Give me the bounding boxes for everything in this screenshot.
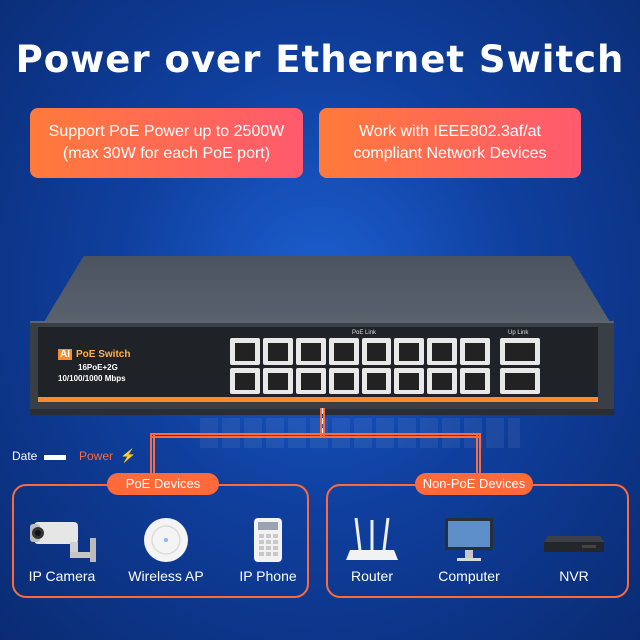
legend-date-label: Date — [12, 449, 38, 463]
ethernet-port — [361, 367, 392, 394]
feature-standard-line2: compliant Network Devices — [353, 145, 547, 162]
device-name: Wireless AP — [128, 568, 204, 584]
page-title: Power over Ethernet Switch — [15, 38, 625, 81]
ethernet-port — [295, 338, 326, 365]
device-ip-camera: IP Camera — [12, 516, 112, 584]
brand-badge: AI — [58, 349, 72, 360]
device-nvr: NVR — [524, 516, 624, 584]
wireless-ap-icon — [144, 518, 188, 562]
ethernet-port — [230, 367, 260, 394]
switch-front-panel: AI PoE Switch 16PoE+2G 10/100/1000 Mbps P… — [30, 321, 614, 415]
ethernet-port — [427, 338, 458, 365]
feature-power-line1: Support PoE Power up to 2500W — [48, 123, 285, 140]
device-name: Computer — [438, 568, 500, 584]
ip-camera-icon — [30, 522, 96, 562]
ethernet-port — [328, 367, 359, 394]
device-name: IP Phone — [239, 568, 297, 584]
ethernet-port — [230, 338, 260, 365]
ethernet-port — [262, 367, 293, 394]
feature-power-box: Support PoE Power up to 2500W (max 30W f… — [30, 108, 303, 178]
device-name: NVR — [559, 568, 589, 584]
ethernet-port — [460, 338, 490, 365]
connector-line — [150, 433, 155, 475]
switch-brand: AI PoE Switch — [58, 349, 130, 360]
switch-port-panel: AI PoE Switch 16PoE+2G 10/100/1000 Mbps P… — [38, 327, 598, 402]
poe-ports — [230, 338, 490, 394]
brand-name: PoE Switch — [76, 349, 131, 360]
nvr-icon — [544, 536, 604, 552]
ethernet-port — [460, 367, 490, 394]
legend-date-line — [44, 455, 66, 460]
non-poe-devices-label: Non-PoE Devices — [415, 473, 533, 495]
feature-standard-box: Work with IEEE802.3af/at compliant Netwo… — [319, 108, 581, 178]
ethernet-port — [262, 338, 293, 365]
ethernet-port — [361, 338, 392, 365]
device-name: Router — [350, 568, 394, 584]
poe-link-label: PoE Link — [352, 330, 377, 336]
connector-line — [150, 433, 480, 438]
computer-icon — [445, 518, 493, 561]
connector-line — [476, 433, 481, 475]
switch-speed: 10/100/1000 Mbps — [58, 374, 126, 383]
device-name: IP Camera — [28, 568, 96, 584]
lightning-icon: ⚡ — [120, 448, 137, 463]
ethernet-port — [295, 367, 326, 394]
switch-model: 16PoE+2G — [78, 363, 118, 372]
switch-top-surface — [44, 256, 610, 322]
device-wireless-ap: Wireless AP — [116, 516, 216, 584]
device-router: Router — [322, 516, 422, 584]
ethernet-port — [328, 338, 359, 365]
uplink-ports — [500, 338, 540, 394]
feature-power-line2: (max 30W for each PoE port) — [62, 145, 271, 162]
up-link-label: Up Link — [508, 330, 529, 336]
uplink-port — [500, 367, 540, 394]
ethernet-port — [394, 367, 425, 394]
ip-phone-icon — [254, 518, 282, 562]
feature-standard-line1: Work with IEEE802.3af/at — [358, 123, 541, 140]
router-icon — [346, 517, 398, 560]
device-ip-phone: IP Phone — [218, 516, 318, 584]
legend-power-label: Power — [79, 449, 114, 463]
connector-line — [320, 408, 325, 436]
ethernet-port — [394, 338, 425, 365]
ethernet-port — [427, 367, 458, 394]
device-computer: Computer — [419, 516, 519, 584]
uplink-port — [500, 338, 540, 365]
poe-devices-label: PoE Devices — [107, 473, 219, 495]
